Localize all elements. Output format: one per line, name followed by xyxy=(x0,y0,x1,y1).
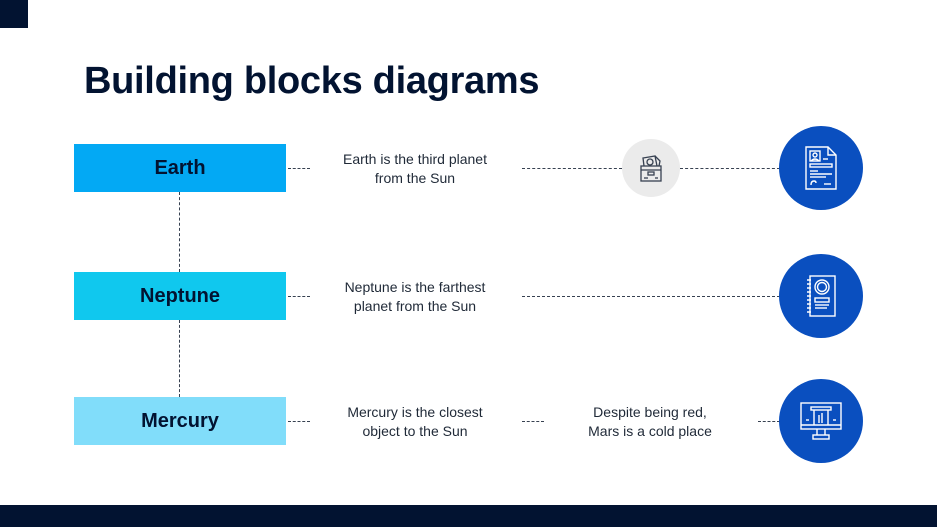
earth-label: Earth xyxy=(154,156,206,179)
footer-bar xyxy=(0,505,937,527)
finance-notebook-circle xyxy=(779,254,863,338)
atm-monitor-circle xyxy=(779,379,863,463)
connector-earth-neptune xyxy=(179,192,180,272)
earth-description: Earth is the third planet from the Sun xyxy=(343,151,487,186)
money-box-circle xyxy=(622,139,680,197)
mercury-connector-mid xyxy=(522,421,544,422)
neptune-label: Neptune xyxy=(140,284,220,307)
money-box-icon xyxy=(640,155,662,182)
mars-description: Despite being red, Mars is a cold place xyxy=(588,404,712,439)
mercury-label: Mercury xyxy=(141,409,219,432)
mercury-connector-right xyxy=(758,421,780,422)
neptune-connector xyxy=(288,296,310,297)
neptune-description: Neptune is the farthest planet from the … xyxy=(344,279,486,314)
page-title: Building blocks diagrams xyxy=(84,60,540,102)
finance-notebook-icon xyxy=(807,275,836,317)
resume-document-icon xyxy=(805,146,837,190)
neptune-box: Neptune xyxy=(74,272,286,320)
earth-connector xyxy=(288,168,310,169)
mercury-connector xyxy=(288,421,310,422)
resume-document-circle xyxy=(779,126,863,210)
mercury-description: Mercury is the closest object to the Sun xyxy=(347,404,483,439)
connector-neptune-mercury xyxy=(179,320,180,397)
earth-connector-mid xyxy=(522,168,622,169)
neptune-connector-right xyxy=(522,296,780,297)
earth-box: Earth xyxy=(74,144,286,192)
mercury-box: Mercury xyxy=(74,397,286,445)
atm-monitor-icon xyxy=(800,402,842,440)
earth-connector-right xyxy=(680,168,780,169)
corner-decoration xyxy=(0,0,28,28)
